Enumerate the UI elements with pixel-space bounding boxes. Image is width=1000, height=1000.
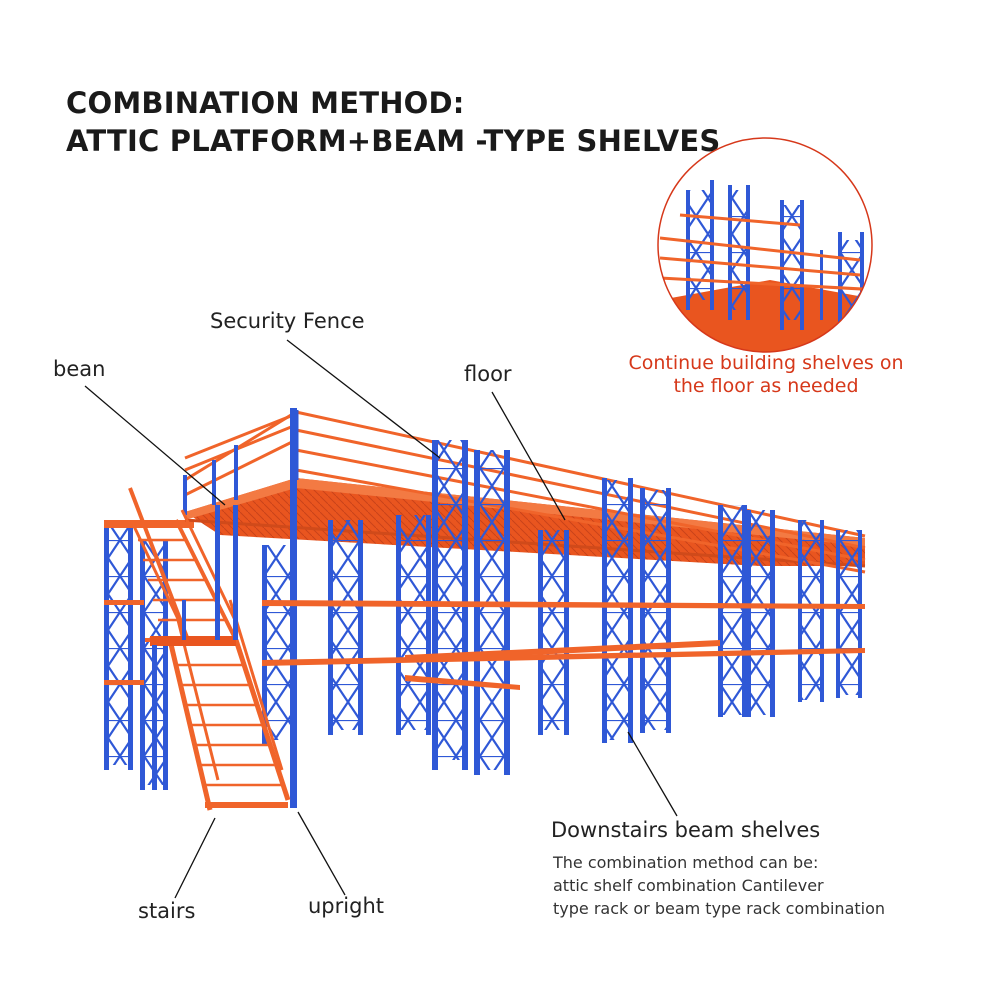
label-floor: floor bbox=[464, 362, 512, 386]
description-line-3: type rack or beam type rack combination bbox=[553, 899, 886, 918]
stair-uprights bbox=[152, 505, 238, 790]
description-line-2: attic shelf combination Cantilever bbox=[553, 876, 824, 895]
downstairs-beam-shelves bbox=[262, 408, 865, 808]
label-downstairs: Downstairs beam shelves bbox=[551, 818, 821, 842]
leader-lines bbox=[84, 339, 678, 899]
label-bean: bean bbox=[53, 357, 106, 381]
stairs bbox=[128, 487, 291, 811]
inset-note-line-2: the floor as needed bbox=[673, 375, 859, 397]
description-line-1: The combination method can be: bbox=[553, 853, 819, 872]
title-line-1: COMBINATION METHOD: bbox=[66, 86, 465, 120]
label-stairs: stairs bbox=[138, 899, 196, 923]
inset-detail bbox=[657, 137, 873, 353]
inset-note-line-1: Continue building shelves on bbox=[628, 352, 904, 374]
label-security-fence: Security Fence bbox=[210, 309, 365, 333]
title-line-2: ATTIC PLATFORM+BEAM -TYPE SHELVES bbox=[66, 124, 721, 158]
label-upright: upright bbox=[308, 894, 384, 918]
